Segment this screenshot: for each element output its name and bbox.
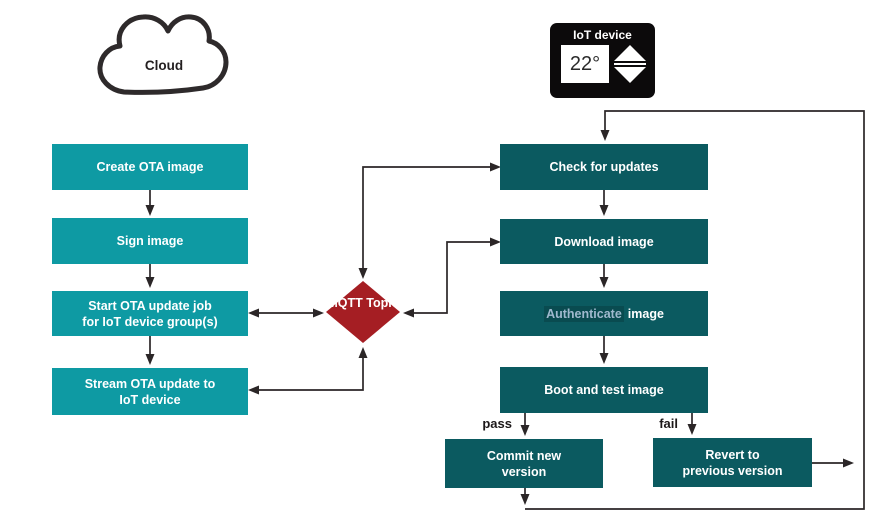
step-label-line1: Start OTA update job bbox=[88, 298, 212, 313]
step-create-ota-image: Create OTA image bbox=[52, 144, 248, 190]
pass-branch-label: pass bbox=[482, 416, 512, 431]
connector-mqtt-checkupdates-bidirectional bbox=[358, 162, 501, 279]
step-label: Sign image bbox=[116, 234, 184, 248]
step-label-line2: for IoT device group(s) bbox=[82, 314, 218, 329]
step-download-image: Download image bbox=[500, 219, 708, 264]
step-authenticate-image: Authenticate image bbox=[500, 291, 708, 336]
connector-mqtt-download-bidirectional bbox=[403, 237, 501, 318]
mqtt-topic-diamond bbox=[326, 281, 400, 343]
step-sign-image: Sign image bbox=[52, 218, 248, 264]
step-commit-new-version: Commit new version bbox=[445, 439, 603, 488]
temperature-display: 22° bbox=[561, 45, 609, 83]
connector-mqtt-stream-bidirectional bbox=[248, 347, 368, 395]
step-start-ota-update-job: Start OTA update job for IoT device grou… bbox=[52, 291, 248, 336]
connector-loop-back-to-check bbox=[525, 110, 865, 510]
iot-device-label: IoT device bbox=[573, 28, 632, 42]
thermostat-buttons bbox=[614, 45, 646, 83]
step-label-line1: Revert to bbox=[705, 447, 760, 462]
step-check-for-updates: Check for updates bbox=[500, 144, 708, 190]
cloud-label: Cloud bbox=[144, 58, 184, 73]
mqtt-label-line1: MQTT bbox=[327, 296, 363, 310]
mqtt-label-line2: Topic bbox=[366, 296, 399, 310]
iot-device-panel: IoT device 22° bbox=[550, 23, 655, 98]
cloud-icon bbox=[97, 14, 229, 95]
step-label: Check for updates bbox=[549, 160, 659, 174]
step-boot-and-test-image: Boot and test image bbox=[500, 367, 708, 413]
step-label-line2: previous version bbox=[682, 463, 783, 478]
triangle-separator bbox=[614, 63, 646, 65]
step-label: Create OTA image bbox=[96, 160, 204, 174]
step-label-line2: IoT device bbox=[119, 392, 181, 407]
image-word: image bbox=[627, 306, 664, 321]
authenticate-word: Authenticate bbox=[544, 305, 624, 322]
triangle-down-icon bbox=[614, 67, 646, 83]
step-label: Download image bbox=[554, 234, 654, 249]
thermostat-row: 22° bbox=[550, 45, 655, 83]
step-label-line1: Commit new bbox=[486, 448, 562, 463]
fail-branch-label: fail bbox=[659, 416, 678, 431]
step-label-line2: version bbox=[501, 464, 547, 479]
step-label-line1: Stream OTA update to bbox=[84, 376, 216, 391]
step-label: Boot and test image bbox=[544, 383, 664, 397]
step-revert-to-previous-version: Revert to previous version bbox=[653, 438, 812, 487]
triangle-up-icon bbox=[614, 45, 646, 61]
step-stream-ota-update: Stream OTA update to IoT device bbox=[52, 368, 248, 415]
mqtt-topic-label: MQTT Topic bbox=[327, 295, 399, 311]
